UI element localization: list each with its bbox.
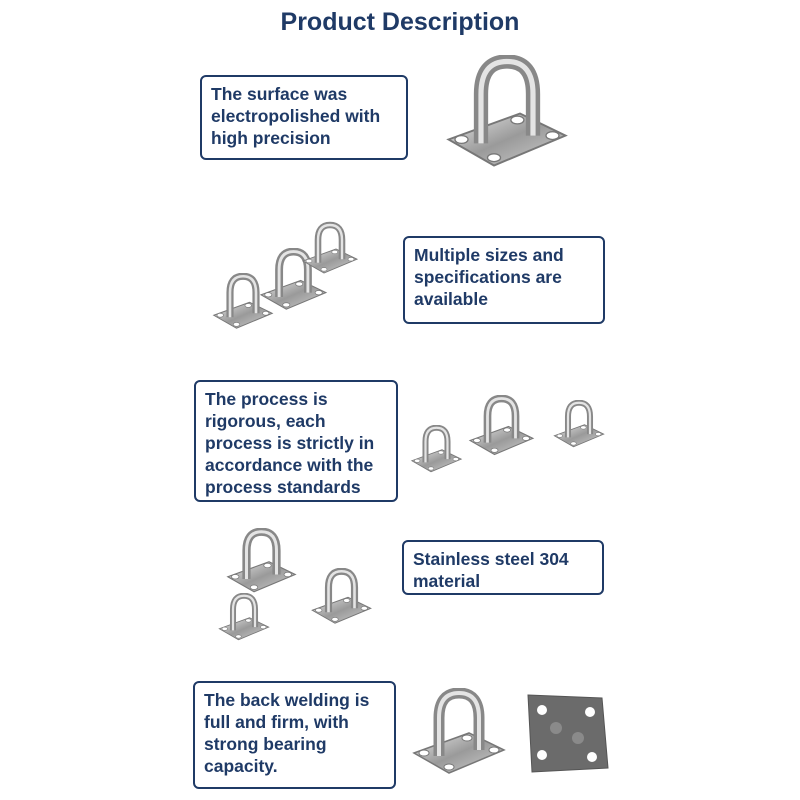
feature-box-welding: The back welding is full and firm, with … xyxy=(193,681,396,789)
three-pad-eyes-row-image xyxy=(404,395,614,480)
page-title: Product Description xyxy=(280,8,520,36)
pad-eye-back-image xyxy=(527,694,609,773)
pad-eye-front-image xyxy=(404,688,514,788)
three-pad-eyes-sizes-image xyxy=(208,218,358,338)
feature-box-sizes: Multiple sizes and specifications are av… xyxy=(403,236,605,324)
single-pad-eye-image xyxy=(432,55,582,185)
feature-box-material: Stainless steel 304 material xyxy=(402,540,604,595)
feature-box-process: The process is rigorous, each process is… xyxy=(194,380,398,502)
feature-box-surface: The surface was electropolished with hig… xyxy=(200,75,408,160)
three-pad-eyes-group-image xyxy=(204,528,384,648)
